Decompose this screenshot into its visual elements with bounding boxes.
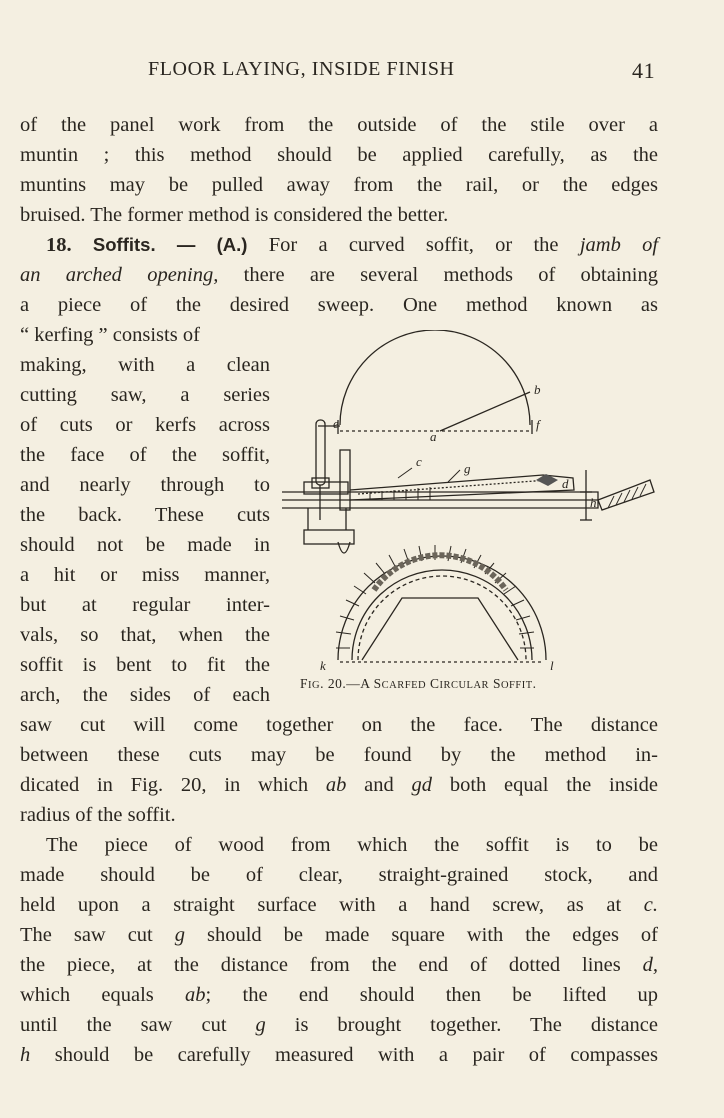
italic-span: gd	[411, 774, 433, 796]
text-span: there are several methods of obtaining	[218, 264, 658, 286]
text-line: between these cuts may be found by the m…	[20, 744, 658, 766]
text-span: the piece, at the distance from the end …	[20, 954, 643, 976]
caption-text: C	[426, 676, 440, 691]
caption-text: CARFED	[381, 680, 427, 691]
text-line: bruised. The former method is considered…	[20, 204, 449, 226]
caption-text: .	[532, 676, 537, 691]
text-line: which equals ab; the end should then be …	[20, 980, 658, 1010]
text-line: made should be of clear, straight-graine…	[20, 864, 658, 886]
italic-span: ab	[185, 984, 206, 1006]
text-line: and nearly through to	[20, 474, 270, 496]
caption-text: S	[373, 676, 382, 691]
caption-text: . 20.—A	[320, 676, 374, 691]
text-span: is brought together. The distance	[265, 1014, 658, 1036]
text-line: an arched opening, there are several met…	[20, 260, 658, 290]
text-line: radius of the soffit.	[20, 804, 176, 826]
italic-span: jamb of	[579, 234, 659, 256]
caption-text: OFFIT	[500, 680, 533, 691]
text-line: “ kerfing ” consists of	[20, 324, 200, 346]
text-span: should be made square with the edges of	[185, 924, 659, 946]
text-line: a piece of the desired sweep. One method…	[20, 294, 658, 316]
label-e: e	[333, 416, 339, 431]
italic-span: an arched opening,	[20, 264, 219, 286]
label-h: h	[590, 495, 597, 510]
text-span: and	[346, 774, 412, 796]
text-line: held upon a straight surface with a hand…	[20, 890, 658, 920]
text-line: dicated in Fig. 20, in which ab and gd b…	[20, 770, 658, 800]
caption-text: IRCULAR	[439, 680, 490, 691]
caption-text: S	[489, 676, 501, 691]
label-a: a	[430, 429, 437, 444]
text-span: The saw cut	[20, 924, 175, 946]
label-g: g	[464, 461, 471, 476]
page-number: 41	[632, 58, 656, 83]
figure-caption: FIG. 20.—A SCARFED CIRCULAR SOFFIT.	[300, 676, 650, 696]
text-span: ; the end should then be lifted up	[205, 984, 658, 1006]
label-f: f	[536, 417, 542, 432]
label-d: d	[562, 476, 569, 491]
label-b: b	[534, 382, 541, 397]
text-span: until the saw cut	[20, 1014, 256, 1036]
text-line: cutting saw, a series	[20, 384, 270, 406]
text-line: making, with a clean	[20, 354, 270, 376]
text-line: arch, the sides of each	[20, 684, 270, 706]
text-line: vals, so that, when the	[20, 624, 270, 646]
label-l: l	[550, 658, 554, 673]
text-line: The saw cut g should be made square with…	[20, 920, 658, 950]
caption-text: F	[300, 676, 309, 691]
text-line: of cuts or kerfs across	[20, 414, 270, 436]
label-c: c	[416, 454, 422, 469]
italic-span: g	[255, 1014, 266, 1036]
italic-span: c.	[643, 894, 658, 916]
text-line: h should be carefully measured with a pa…	[20, 1040, 658, 1070]
figure-20-illustration: e f a b c g d h k l	[282, 330, 655, 673]
caption-text: IG	[308, 680, 321, 691]
text-line: the face of the soffit,	[20, 444, 270, 466]
italic-span: h	[20, 1044, 31, 1066]
italic-span: d,	[642, 954, 658, 976]
italic-span: ab	[325, 774, 347, 796]
section-heading: Soffits. — (A.)	[92, 234, 248, 255]
running-title: FLOOR LAYING, INSIDE FINISH	[148, 58, 455, 80]
text-span: dicated in Fig. 20, in which	[20, 774, 326, 796]
label-k: k	[320, 658, 326, 673]
text-line: muntin ; this method should be applied c…	[20, 144, 658, 166]
text-line: should not be made in	[20, 534, 270, 556]
text-line: saw cut will come together on the face. …	[20, 714, 658, 736]
text-line: of the panel work from the outside of th…	[20, 114, 658, 136]
text-span: held upon a straight surface with a hand…	[20, 894, 644, 916]
text-line: The piece of wood from which the soffit …	[20, 830, 658, 860]
italic-span: g	[174, 924, 185, 946]
text-span: The piece of wood from which the soffit …	[46, 834, 658, 856]
text-span: For a curved soffit, or the	[247, 234, 580, 256]
section-heading-line: 18. Soffits. — (A.) For a curved soffit,…	[20, 230, 658, 260]
text-line: muntins may be pulled away from the rail…	[20, 174, 658, 196]
text-span: both equal the inside	[432, 774, 658, 796]
text-line: until the saw cut g is brought together.…	[20, 1010, 658, 1040]
text-line: the piece, at the distance from the end …	[20, 950, 658, 980]
text-line: a hit or miss manner,	[20, 564, 270, 586]
text-line: soffit is bent to fit the	[20, 654, 270, 676]
text-line: the back. These cuts	[20, 504, 270, 526]
section-number: 18.	[46, 234, 72, 256]
running-header: FLOOR LAYING, INSIDE FINISH 41	[0, 58, 724, 88]
text-line: but at regular inter-	[20, 594, 270, 616]
text-span: should be carefully measured with a pair…	[30, 1044, 658, 1066]
text-span: which equals	[20, 984, 186, 1006]
